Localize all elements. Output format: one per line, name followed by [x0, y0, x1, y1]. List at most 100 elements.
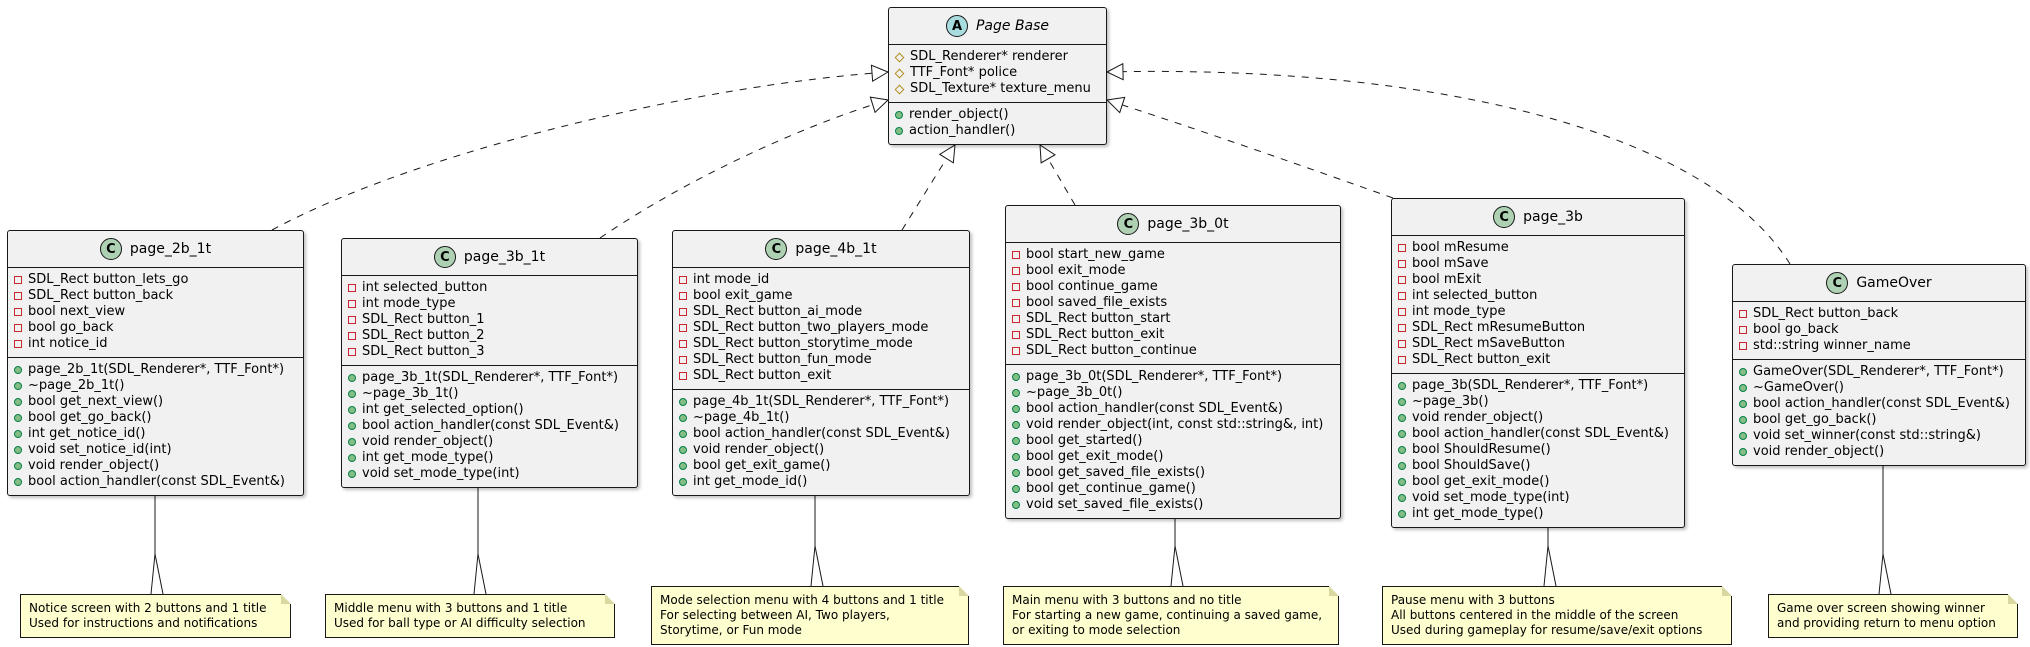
public-visibility-icon: [1739, 448, 1747, 456]
class-method: bool action_handler(const SDL_Event&): [14, 474, 297, 490]
attribute-text: SDL_Texture* texture_menu: [910, 81, 1091, 96]
public-visibility-icon: [348, 470, 356, 478]
class-icon: C: [433, 246, 456, 268]
method-text: void render_object(): [1412, 410, 1544, 425]
class-method: int get_mode_type(): [1398, 506, 1678, 522]
method-text: void set_mode_type(int): [362, 466, 520, 481]
class-attribute: SDL_Rect button_1: [348, 312, 631, 328]
public-visibility-icon: [348, 438, 356, 446]
note-connector: [1170, 519, 1176, 587]
class-attribute: SDL_Rect button_storytime_mode: [679, 336, 963, 352]
method-text: ~page_3b_1t(): [362, 386, 459, 401]
public-visibility-icon: [679, 478, 687, 486]
private-visibility-icon: [1012, 315, 1020, 323]
public-visibility-icon: [1398, 494, 1406, 502]
abstract-class-icon: A: [945, 15, 968, 37]
class-method: ~page_3b(): [1398, 394, 1678, 410]
public-visibility-icon: [679, 430, 687, 438]
class-icon: C: [1493, 206, 1516, 228]
attribute-text: bool mExit: [1412, 272, 1482, 287]
class-method: void render_object(): [1398, 410, 1678, 426]
method-text: void render_object(): [1753, 444, 1885, 459]
class-method: bool get_next_view(): [14, 394, 297, 410]
method-text: bool action_handler(const SDL_Event&): [362, 418, 619, 433]
class-attribute: SDL_Rect button_two_players_mode: [679, 320, 963, 336]
class-method: int get_mode_id(): [679, 474, 963, 490]
method-text: void render_object(int, const std::strin…: [1026, 417, 1324, 432]
class-method: ~page_2b_1t(): [14, 378, 297, 394]
private-visibility-icon: [1398, 308, 1406, 316]
class-method: bool action_handler(const SDL_Event&): [1739, 396, 2019, 412]
public-visibility-icon: [1398, 414, 1406, 422]
realization-arrowhead: [1105, 62, 1124, 81]
class-method: int get_notice_id(): [14, 426, 297, 442]
note-connector: [1543, 528, 1549, 587]
public-visibility-icon: [1739, 384, 1747, 392]
private-visibility-icon: [14, 308, 22, 316]
private-visibility-icon: [679, 308, 687, 316]
private-visibility-icon: [1012, 347, 1020, 355]
attribute-text: SDL_Rect button_exit: [1026, 327, 1165, 342]
class-attribute: SDL_Renderer* renderer: [894, 49, 1100, 65]
method-text: bool get_exit_mode(): [1026, 449, 1164, 464]
private-visibility-icon: [1012, 299, 1020, 307]
attribute-text: SDL_Rect mSaveButton: [1412, 336, 1565, 351]
class-attribute: int mode_type: [348, 296, 631, 312]
class-attribute: SDL_Rect mResumeButton: [1398, 320, 1678, 336]
private-visibility-icon: [348, 332, 356, 340]
public-visibility-icon: [1398, 398, 1406, 406]
class-attribute: bool go_back: [1739, 322, 2019, 338]
class-method: page_2b_1t(SDL_Renderer*, TTF_Font*): [14, 362, 297, 378]
method-text: bool ShouldResume(): [1412, 442, 1551, 457]
method-text: bool get_exit_mode(): [1412, 474, 1550, 489]
public-visibility-icon: [1398, 510, 1406, 518]
class-method: page_3b_0t(SDL_Renderer*, TTF_Font*): [1012, 369, 1334, 385]
private-visibility-icon: [1398, 292, 1406, 300]
public-visibility-icon: [1739, 400, 1747, 408]
public-visibility-icon: [1012, 373, 1020, 381]
class-method: bool get_go_back(): [1739, 412, 2019, 428]
public-visibility-icon: [348, 406, 356, 414]
public-visibility-icon: [1012, 405, 1020, 413]
attribute-text: bool mSave: [1412, 256, 1489, 271]
class-attribute: SDL_Rect button_3: [348, 344, 631, 360]
method-text: void render_object(): [362, 434, 494, 449]
realization-arrowhead: [938, 144, 956, 164]
private-visibility-icon: [1398, 324, 1406, 332]
class-method: action_handler(): [895, 123, 1100, 139]
method-text: bool get_go_back(): [28, 410, 152, 425]
note-connector: [477, 553, 487, 595]
class-method: ~page_3b_1t(): [348, 386, 631, 402]
note-text: Storytime, or Fun mode: [660, 623, 802, 637]
private-visibility-icon: [679, 340, 687, 348]
class-attribute: SDL_Rect button_ai_mode: [679, 304, 963, 320]
class-attribute: bool mSave: [1398, 256, 1678, 272]
class-method: ~page_3b_0t(): [1012, 385, 1334, 401]
private-visibility-icon: [348, 348, 356, 356]
class-attribute: SDL_Texture* texture_menu: [894, 81, 1100, 97]
note-connector: [1547, 545, 1557, 587]
realization-edge-page3b1t: [599, 99, 889, 239]
public-visibility-icon: [895, 127, 903, 135]
class-method: bool get_started(): [1012, 433, 1334, 449]
private-visibility-icon: [1739, 326, 1747, 334]
realization-edge-page4b1t: [901, 144, 956, 231]
class-attribute: int notice_id: [14, 336, 297, 352]
class-name: page_3b_0t: [1147, 216, 1229, 232]
class-attribute: bool saved_file_exists: [1012, 295, 1334, 311]
attribute-text: std::string winner_name: [1753, 338, 1911, 353]
public-visibility-icon: [1739, 416, 1747, 424]
public-visibility-icon: [1398, 382, 1406, 390]
class-name: page_4b_1t: [795, 241, 877, 257]
